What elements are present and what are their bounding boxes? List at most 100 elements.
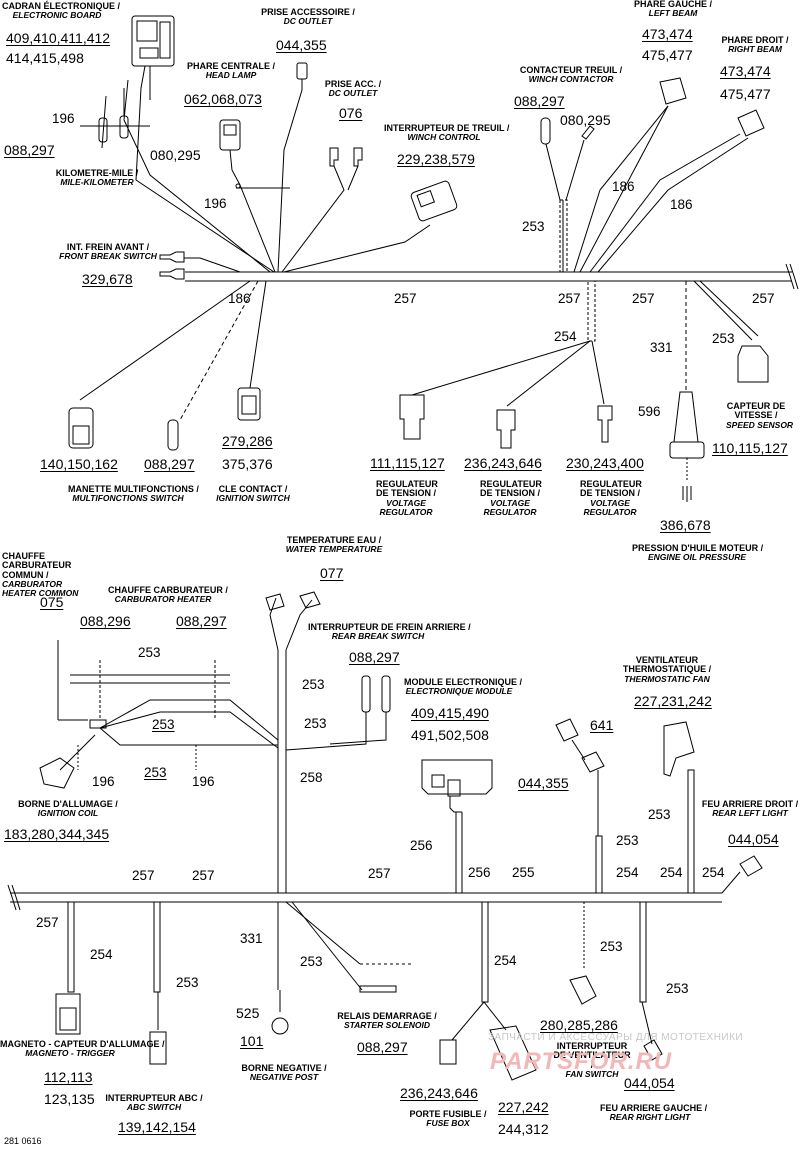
voltage-regulator-2-codes: 236,243,646 [464,455,542,471]
ignition-switch-label: CLE CONTACT / IGNITION SWITCH [208,484,298,504]
right-beam-code-1: 473,474 [720,63,771,79]
front-break-switch-en: FRONT BREAK SWITCH [59,251,157,262]
wire-number: 331 [240,931,263,946]
ignition-coil-codes: 183,280,344,345 [4,826,110,842]
ignition-switch-code-2: 375,376 [222,456,273,472]
head-lamp-codes: 062,068,073 [184,91,262,107]
abc-switch-en: ABC SWITCH [126,1102,182,1113]
right-beam-fr: PHARE DROIT / [721,35,789,45]
wire-number: 253 [144,765,167,780]
electronique-module-code-1: 409,415,490 [411,705,489,721]
winch-contactor-code-2: 080,295 [560,112,611,128]
head-lamp-fr: PHARE CENTRALE / [186,61,275,71]
fuse-box-code-3: 244,312 [498,1121,549,1137]
rear-break-switch-codes: 088,297 [349,649,400,665]
front-break-switch-connector [159,251,241,280]
fuse-box-en: FUSE BOX [426,1118,470,1129]
wire-number: 253 [152,717,175,732]
wire-number: 254 [660,865,683,880]
electronic-board-fr: CADRAN ÉLECTRONIQUE / [2,1,121,11]
dc-outlet-1-en: DC OUTLET [283,16,333,27]
misc-044355-code: 044,355 [518,775,569,791]
magneto-trigger-code-2: 123,135 [44,1091,95,1107]
left-beam-code-1: 473,474 [642,26,693,42]
wire-number: 186 [612,179,635,194]
mile-kilometer-en: MILE-KILOMETER [60,177,134,188]
speed-sensor-codes: 110,115,127 [712,440,788,456]
ignition-coil-label: BORNE D'ALLUMAGE / IGNITION COIL [18,799,118,819]
wire-number: 256 [468,865,491,880]
voltage-regulator-1-label: REGULATEUR DE TENSION / VOLTAGE REGULATO… [376,479,438,517]
right-beam-connector [589,109,765,273]
figure-reference: 281 0616 [4,1136,42,1146]
wire-number: 331 [650,340,673,355]
water-temperature-codes: 077 [320,565,344,581]
electronique-module-fr: MODULE ELECTRONIQUE / [404,677,523,687]
wire-number: 196 [92,774,115,789]
wire-number: 257 [558,291,581,306]
electronique-module-label: MODULE ELECTRONIQUE / ELECTRONIQUE MODUL… [404,677,523,696]
speed-sensor-label: CAPTEUR DE VITESSE / SPEED SENSOR [726,401,794,430]
ignition-coil-en: IGNITION COIL [37,808,99,819]
wire-number: 254 [494,953,517,968]
head-lamp-en: HEAD LAMP [205,70,257,81]
wire-number: 253 [600,939,623,954]
wire-number: 186 [228,291,251,306]
rear-break-switch-fr: INTERRUPTEUR DE FREIN ARRIERE / [308,622,471,632]
voltage-regulator-3-en: VOLTAGE REGULATOR [583,497,637,517]
winch-control-codes: 229,238,579 [397,151,475,167]
mile-kilometer-fr: KILOMETRE-MILE / [55,168,139,178]
ignition-switch-en: IGNITION SWITCH [216,493,290,504]
carb-heater-en: CARBURATOR HEATER [114,594,212,605]
wire-number: 257 [192,868,215,883]
carb-heater-fr: CHAUFFE CARBURATEUR / [108,585,228,595]
multifunctions-code-1: 140,150,162 [40,456,118,472]
wire-number: 254 [90,947,113,962]
wire-number: 257 [132,868,155,883]
wire-number: 186 [670,197,693,212]
watermark-logo: PARTSFOR.RU [490,1048,673,1075]
electronic-board-connector [131,15,175,89]
wire-number: 253 [302,677,325,692]
wire-number: 253 [300,954,323,969]
carburator-heater-common-label: CHAUFFE CARBURATEUR COMMUN / CARBURATOR … [2,551,98,598]
wire-number: 253 [712,331,735,346]
fuse-box-label: PORTE FUSIBLE / FUSE BOX [408,1109,488,1129]
right-beam-label: PHARE DROIT / RIGHT BEAM [712,35,798,54]
negative-post-label: BORNE NEGATIVE / NEGATIVE POST [234,1063,334,1082]
dc-outlet-1-label: PRISE ACCESSOIRE / DC OUTLET [258,7,358,27]
starter-solenoid-label: RELAIS DEMARRAGE / STARTER SOLENOID [332,1011,442,1030]
engine-oil-pressure-en: ENGINE OIL PRESSURE [647,552,747,563]
fuse-box-fr: PORTE FUSIBLE / [409,1109,487,1119]
wire-number: 253 [648,807,671,822]
dc-outlet-2-label: PRISE ACC. / DC OUTLET [318,79,388,98]
dc-outlet-2-codes: 076 [339,105,363,121]
carburator-heater-code-1: 088,296 [80,613,131,629]
engine-oil-pressure-codes: 386,678 [660,517,711,533]
speed-sensor-en: SPEED SENSOR [726,419,794,430]
rear-right-light-label: FEU ARRIERE GAUCHE / REAR RIGHT LIGHT [600,1103,707,1122]
fan-switch-label: INTERRUPTEUR DE VENTILATEUR / FAN SWITCH [552,1041,632,1079]
multifunctions-switch-label: MANETTE MULTIFONCTIONS / MULTIFONCTIONS … [68,484,199,503]
fuse-box-code-1: 236,243,646 [400,1085,478,1101]
left-beam-fr: PHARE GAUCHE / [633,0,712,9]
rear-left-light-label: FEU ARRIERE DROIT / REAR LEFT LIGHT [700,799,800,819]
fan-switch-codes: 280,285,286 [540,1017,618,1033]
multifunctions-code-2: 088,297 [144,456,195,472]
rear-break-switch-en: REAR BREAK SWITCH [331,631,425,642]
negative-post-fr: BORNE NEGATIVE / [241,1063,327,1073]
winch-contactor-en: WINCH CONTACTOR [528,74,614,85]
winch-contactor-connector [540,117,595,273]
electronic-board-codes-1: 409,410,411,412 [6,30,111,46]
rear-left-light-en: REAR LEFT LIGHT [712,808,788,819]
winch-contactor-label: CONTACTEUR TREUIL / WINCH CONTACTOR [516,65,626,85]
left-beam-label: PHARE GAUCHE / LEFT BEAM [628,0,718,18]
winch-control-connector [283,180,458,273]
rear-left-light-codes: 044,054 [728,831,779,847]
wire-number: 253 [176,975,199,990]
abc-switch-label: INTERRUPTEUR ABC / ABC SWITCH [104,1093,204,1113]
negative-post-code-1: 525 [236,1005,260,1021]
wire-number: 257 [36,915,59,930]
starter-solenoid-codes: 088,297 [357,1039,408,1055]
wire-number: 196 [192,774,215,789]
